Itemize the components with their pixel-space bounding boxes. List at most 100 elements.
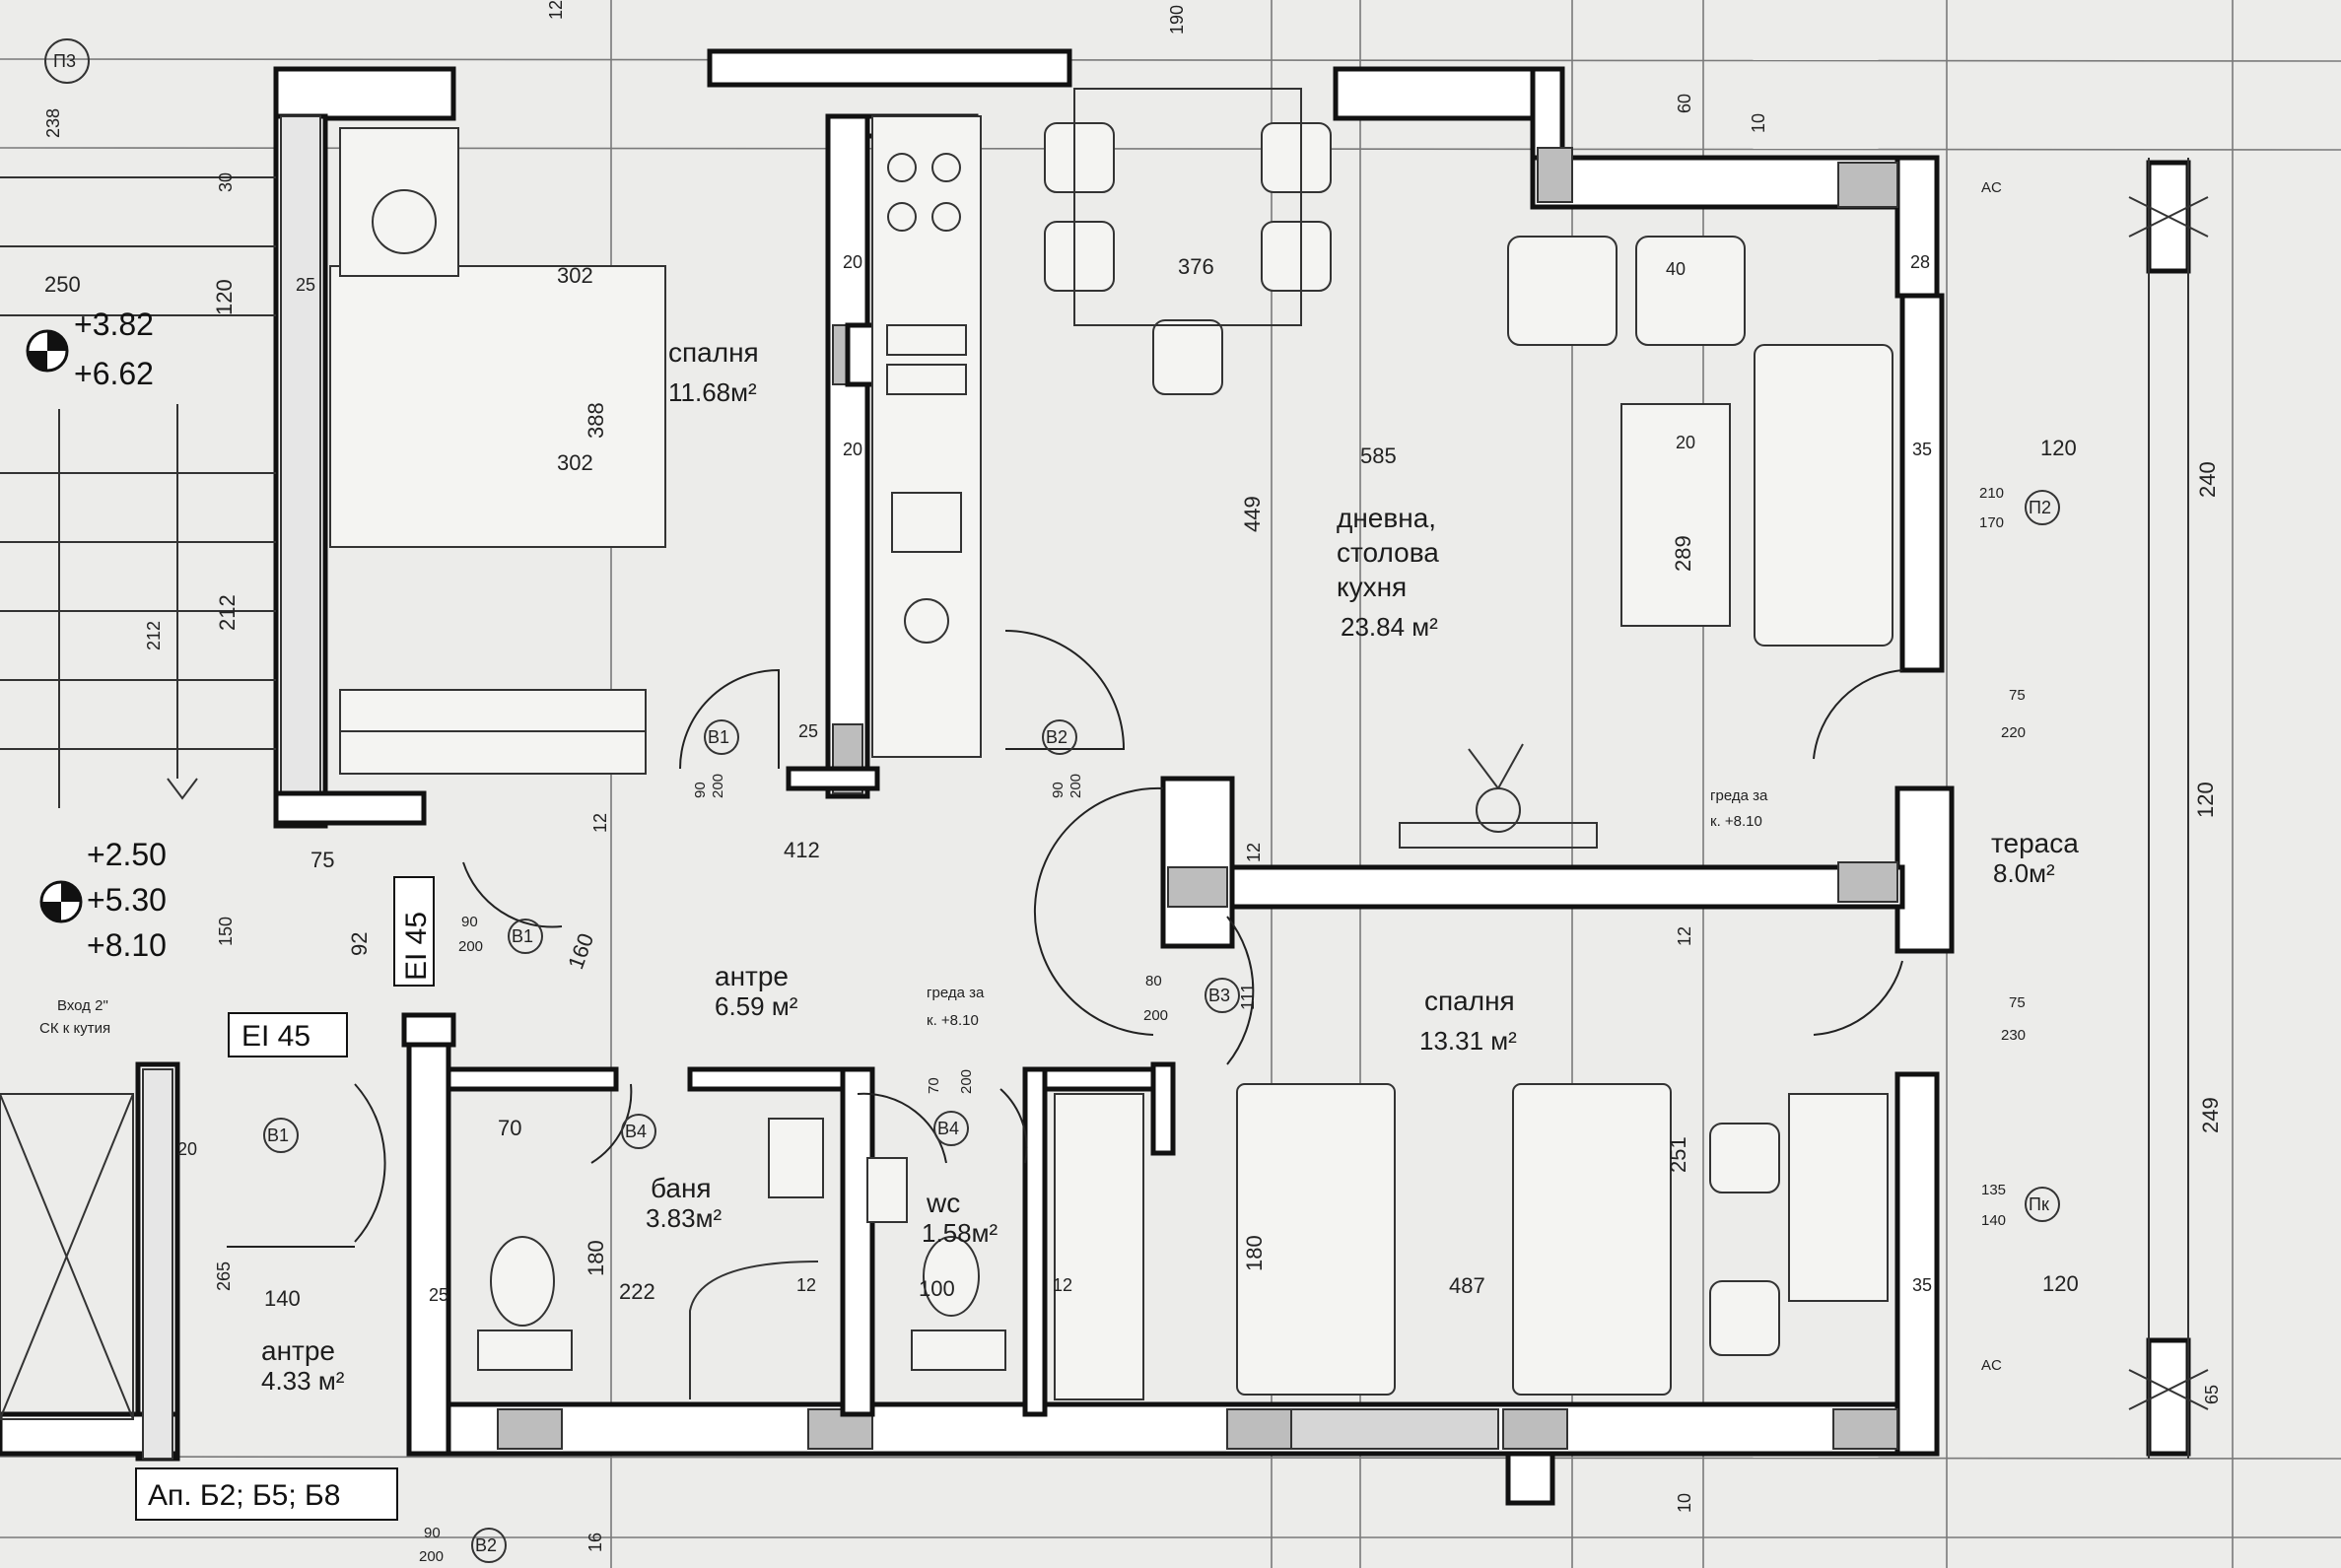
bathroom-fixtures — [477, 1118, 1006, 1399]
door-tag-b4-bath: В4 — [625, 1122, 647, 1141]
structural-columns — [142, 115, 1898, 1460]
window-size-pk-h: 140 — [1981, 1212, 2006, 1229]
dim-111: 111 — [1238, 984, 1258, 1010]
dim-10-a: 10 — [1749, 113, 1768, 133]
dim-35-b: 35 — [1912, 1275, 1932, 1295]
dim-376: 376 — [1178, 254, 1214, 279]
door-tag-b1-hall: В1 — [512, 926, 533, 946]
dim-12-b: 12 — [1244, 843, 1264, 862]
room-area-entrance: 4.33 м² — [261, 1366, 345, 1396]
dim-302-b: 302 — [557, 450, 593, 475]
dim-70: 70 — [498, 1116, 521, 1140]
door-tag-b4-wc: В4 — [937, 1119, 959, 1138]
door-tag-icon — [704, 719, 739, 755]
dim-16: 16 — [585, 1533, 605, 1552]
level-mid-2: +5.30 — [87, 882, 167, 918]
door-size-hall-h: 200 — [458, 938, 483, 955]
dim-12-d: 12 — [796, 1275, 816, 1295]
interior-walls — [273, 113, 1176, 1417]
ac-label-bottom: AC — [1981, 1357, 2002, 1374]
dim-20-m: 20 — [1676, 433, 1695, 452]
door-tag-icon — [508, 919, 543, 954]
door-tag-icon — [2025, 1187, 2060, 1222]
dim-120-a: 120 — [212, 279, 237, 315]
door-tag-b1-entrance: В1 — [267, 1125, 289, 1145]
sofa-group — [1507, 236, 1893, 647]
beam-note-hall-1: греда за — [927, 985, 985, 1001]
room-name-bath: баня — [651, 1173, 712, 1203]
dim-12-e: 12 — [1053, 1275, 1072, 1295]
door-tag-icon — [621, 1114, 656, 1149]
apartment-label: Ап. Б2; Б5; Б8 — [148, 1479, 340, 1512]
dim-190: 190 — [1167, 5, 1187, 34]
door-tag-b2-bottom: В2 — [475, 1535, 497, 1555]
dim-289: 289 — [1671, 535, 1695, 572]
door-tag-icon — [2025, 490, 2060, 525]
door-swings — [227, 630, 1903, 1248]
room-name-bedroom-2: спалня — [1424, 986, 1515, 1016]
beam-note-hall-2: к. +8.10 — [927, 1012, 979, 1029]
dim-240: 240 — [2195, 461, 2220, 498]
beam-note-living-2: к. +8.10 — [1710, 813, 1762, 830]
dim-412: 412 — [784, 838, 820, 862]
dim-40: 40 — [1666, 259, 1686, 279]
dim-35-a: 35 — [1912, 440, 1932, 459]
door-size-terrace-1-h: 220 — [2001, 724, 2026, 741]
dim-487: 487 — [1449, 1273, 1485, 1298]
terrace-railing — [2128, 158, 2209, 1459]
bedroom-2-furniture — [1054, 1083, 1889, 1400]
door-size-b2-w: 90 — [1050, 782, 1067, 798]
door-tag-p3: П3 — [53, 51, 76, 71]
ceiling-lamp-icon — [1399, 743, 1598, 849]
stair-note-1: Вход 2" — [57, 997, 108, 1014]
dim-238: 238 — [43, 108, 63, 138]
room-name-hall: антре — [715, 961, 789, 991]
door-tag-icon — [263, 1118, 299, 1153]
dining-set — [1044, 88, 1332, 395]
level-top-2: +6.62 — [74, 356, 154, 391]
dim-249: 249 — [2198, 1097, 2223, 1133]
dim-60: 60 — [1675, 94, 1694, 113]
door-size-hall-w: 90 — [461, 914, 478, 930]
room-name-living-1: дневна, — [1337, 503, 1436, 533]
door-size-wc-w: 70 — [926, 1077, 942, 1094]
ac-label-top: AC — [1981, 179, 2002, 196]
door-size-bottom-w: 90 — [424, 1525, 441, 1541]
dim-212: 212 — [215, 594, 240, 631]
door-size-terrace-2-h: 230 — [2001, 1027, 2026, 1044]
door-size-bottom-h: 200 — [419, 1548, 444, 1565]
room-name-bedroom-1: спалня — [668, 337, 759, 368]
dim-388: 388 — [584, 402, 608, 439]
door-tag-b3: В3 — [1208, 986, 1230, 1005]
door-tag-pk: Пк — [2029, 1194, 2049, 1214]
level-mid-1: +2.50 — [87, 837, 167, 872]
stairwell — [0, 176, 276, 1420]
door-size-b1-w: 90 — [692, 782, 709, 798]
door-size-b2-h: 200 — [1067, 774, 1084, 798]
dim-20-a: 20 — [843, 252, 862, 272]
door-size-terrace-2-w: 75 — [2009, 994, 2026, 1011]
stair-note-2: СК к кутия — [39, 1020, 110, 1037]
door-tag-b1: В1 — [708, 727, 729, 747]
dim-25-b: 25 — [798, 721, 818, 741]
door-size-wc-h: 200 — [958, 1069, 975, 1094]
room-name-terrace: тераса — [1991, 828, 2079, 858]
door-sizes: 90 200 90 200 90 200 80 200 70 200 75 22… — [419, 485, 2026, 1565]
dim-100: 100 — [919, 1276, 955, 1301]
door-size-b3-h: 200 — [1143, 1007, 1168, 1024]
dim-212-small: 212 — [144, 621, 164, 650]
kitchen-counter — [871, 115, 982, 758]
level-marker-top: +3.82 +6.62 — [26, 307, 154, 391]
room-area-living: 23.84 м² — [1341, 612, 1438, 642]
dim-25-c: 25 — [429, 1285, 448, 1305]
dim-222: 222 — [619, 1279, 655, 1304]
dim-140: 140 — [264, 1286, 301, 1311]
dim-120-d: 120 — [2042, 1271, 2079, 1296]
dim-123: 123 — [546, 0, 566, 20]
window-size-p2-w: 210 — [1979, 485, 2004, 502]
room-name-entrance: антре — [261, 1335, 335, 1366]
door-tags: В1 В2 В1 В3 В4 В4 В1 П2 Пк П3 В2 AC AC — [44, 38, 2060, 1563]
door-tag-icon — [933, 1111, 969, 1146]
level-top-1: +3.82 — [74, 307, 154, 342]
dim-25-a: 25 — [296, 275, 315, 295]
